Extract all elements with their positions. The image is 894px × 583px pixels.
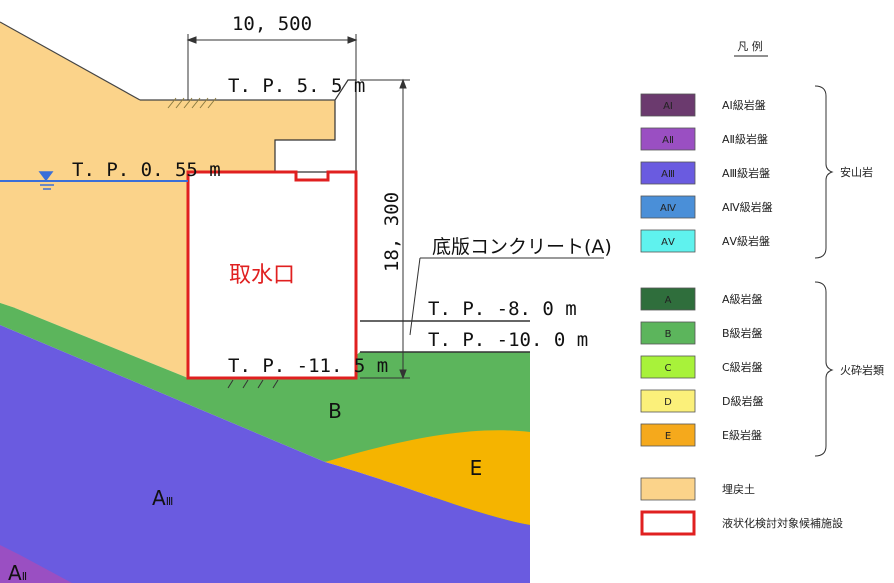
legend-swatch-code-pyroclastic-0: A [665,295,672,306]
legend-target-swatch [640,510,696,536]
intake-structure [186,170,358,380]
legend-swatch-andesite-3 [640,195,696,219]
legend-title: 凡 例 [737,39,763,53]
zone-a3-label: AⅢ [152,486,173,510]
legend-swatch-andesite-1 [640,127,696,151]
legend-swatch-code-andesite-2: AⅢ [661,169,675,180]
water-level-icon [38,171,54,190]
andesite-bracket [814,85,834,259]
ground-profile-slope [0,21,141,101]
legend-fill-swatch [640,477,696,501]
backfill-soil-zone [0,22,335,378]
legend-swatch-pyroclastic-3 [640,389,696,413]
level-minus8-label: T. P. -8. 0 m [428,298,577,320]
legend-swatch-pyroclastic-1 [640,321,696,345]
legend-label-pyroclastic-2: C級岩盤 [722,360,763,374]
dimension-height [360,78,410,380]
rock-class-b-zone [0,303,530,583]
legend-swatch-code-andesite-1: AⅡ [662,135,674,146]
legend-andesite-group: AⅠ AⅠ級岩盤 AⅡ AⅡ級岩盤 AⅢ AⅢ級岩盤 AⅣ AⅣ級岩盤 AⅤ AⅤ級岩盤 [640,93,773,253]
pyroclastic-group-label: 火砕岩類 [840,363,884,377]
slab-callout-label: 底版コンクリート(A) [432,236,612,258]
legend-swatch-andesite-4 [640,229,696,253]
legend-label-pyroclastic-3: D級岩盤 [722,394,763,408]
base-hatch-marks [227,379,279,389]
legend-fill-label: 埋戻土 [722,483,755,496]
andesite-group-label: 安山岩 [840,165,873,179]
legend-swatch-code-pyroclastic-4: E [665,431,671,442]
slab-lines [360,320,530,353]
legend-label-andesite-2: AⅢ級岩盤 [722,166,770,180]
zone-b-label: B [328,399,342,423]
slab-callout-leader [409,257,604,336]
legend-label-pyroclastic-4: E級岩盤 [722,428,762,442]
intake-structure-label: 取水口 [229,263,295,288]
legend-swatch-code-pyroclastic-1: B [665,329,672,340]
geology-layers [0,22,530,583]
level-minus11-label: T. P. -11. 5 m [228,355,388,377]
legend-label-andesite-4: AⅤ級岩盤 [722,234,770,248]
rock-class-a2-zone [0,545,72,583]
legend-label-andesite-1: AⅡ級岩盤 [722,132,768,146]
legend-swatch-code-andesite-0: AⅠ [663,101,673,112]
level-minus10-label: T. P. -10. 0 m [428,329,588,351]
rock-class-e-zone [325,430,530,525]
dimension-width-label: 10, 500 [232,13,312,35]
legend-label-andesite-0: AⅠ級岩盤 [722,98,766,112]
legend-swatch-andesite-2 [640,161,696,185]
rock-class-a3-zone [0,325,530,583]
legend-swatch-code-andesite-3: AⅣ [660,203,677,214]
legend-swatch-andesite-0 [640,93,696,117]
zone-e-label: E [470,456,483,480]
dimension-width [186,34,358,100]
legend-swatch-pyroclastic-4 [640,423,696,447]
rock-class-b-strip [0,303,15,316]
pyroclastic-bracket [814,281,834,457]
legend-label-pyroclastic-1: B級岩盤 [722,326,763,340]
legend-pyroclastic-group: A A級岩盤 B B級岩盤 C C級岩盤 D D級岩盤 E E級岩盤 [640,287,763,447]
dimension-height-label: 18, 300 [381,192,403,272]
legend-target-label: 液状化検討対象候補施設 [722,516,843,530]
legend-swatch-code-andesite-4: AⅤ [661,237,675,248]
legend-swatch-code-pyroclastic-2: C [665,363,672,374]
legend-swatch-pyroclastic-0 [640,287,696,311]
zone-a2-label: AⅡ [8,561,27,583]
ground-hatch-marks [167,97,217,109]
legend-label-andesite-3: AⅣ級岩盤 [722,200,773,214]
legend-swatch-code-pyroclastic-3: D [664,397,672,408]
legend-swatch-pyroclastic-2 [640,355,696,379]
level-top-label: T. P. 5. 5 m [228,75,365,97]
legend-label-pyroclastic-0: A級岩盤 [722,292,763,306]
water-level-label: T. P. 0. 55 m [72,159,221,181]
